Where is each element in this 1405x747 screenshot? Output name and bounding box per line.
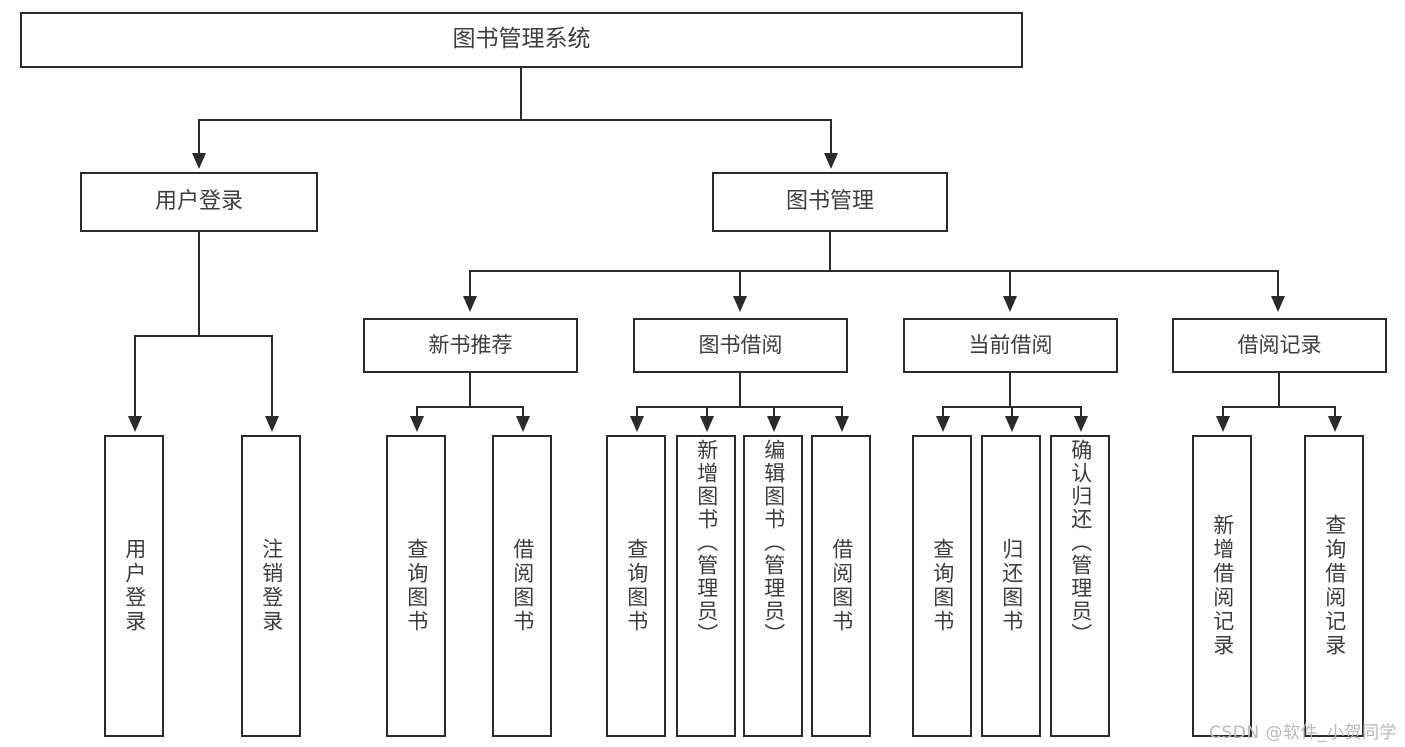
connector-bb-stem (739, 373, 741, 407)
leaf-bb-add-book-admin: 新增图书（管理员） (676, 435, 736, 737)
leaf-label: 查询图书 (930, 538, 955, 634)
node-new-book-recommend: 新书推荐 (363, 318, 578, 373)
connector-bb-drop-2 (706, 406, 708, 419)
leaf-label: 编辑图书（管理员） (761, 439, 786, 646)
connector-nbr-drop-2 (522, 406, 524, 419)
connector-root-stem (520, 68, 522, 120)
arrow-cb-to-leaf-2 (1005, 416, 1019, 432)
arrow-user-login-to-leaf-2 (265, 416, 279, 432)
connector-root-drop-1 (198, 119, 200, 156)
leaf-bb-query-book: 查询图书 (606, 435, 666, 737)
arrow-bm-to-new-book-recommend (463, 296, 477, 312)
arrow-bb-to-leaf-1 (630, 416, 644, 432)
connector-bm-drop-2 (739, 270, 741, 298)
leaf-label: 新增借阅记录 (1210, 514, 1235, 658)
leaf-label: 借阅图书 (510, 538, 535, 634)
connector-user-login-drop-2 (271, 335, 273, 419)
leaf-label: 查询图书 (404, 538, 429, 634)
node-borrow-record: 借阅记录 (1172, 318, 1387, 373)
arrow-nbr-to-leaf-2 (516, 416, 530, 432)
leaf-br-add-record: 新增借阅记录 (1192, 435, 1252, 737)
connector-bm-drop-4 (1277, 270, 1279, 298)
node-user-login: 用户登录 (80, 172, 318, 232)
arrow-cb-to-leaf-1 (936, 416, 950, 432)
connector-br-bus (1222, 406, 1336, 408)
leaf-user-login-login: 用户登录 (104, 435, 164, 737)
leaf-label: 新增图书（管理员） (694, 439, 719, 646)
arrow-bm-to-borrow-record (1271, 296, 1285, 312)
connector-bb-drop-4 (841, 406, 843, 419)
connector-root-drop-2 (830, 119, 832, 156)
connector-cb-drop-2 (1011, 406, 1013, 419)
connector-br-drop-2 (1334, 406, 1336, 419)
connector-br-drop-1 (1222, 406, 1224, 419)
connector-nbr-bus (416, 406, 524, 408)
leaf-bb-borrow-book: 借阅图书 (811, 435, 871, 737)
leaf-label: 确认归还（管理员） (1068, 439, 1093, 646)
connector-cb-stem (1009, 373, 1011, 407)
connector-nbr-drop-1 (416, 406, 418, 419)
leaf-nbr-query-book: 查询图书 (386, 435, 446, 737)
node-label: 新书推荐 (428, 332, 513, 357)
leaf-label: 查询图书 (624, 538, 649, 634)
connector-cb-drop-3 (1080, 406, 1082, 419)
connector-bb-bus (636, 406, 843, 408)
connector-root-bus (198, 119, 832, 121)
connector-user-login-drop-1 (134, 335, 136, 419)
arrow-nbr-to-leaf-1 (410, 416, 424, 432)
arrow-br-to-leaf-2 (1328, 416, 1342, 432)
arrow-bb-to-leaf-3 (767, 416, 781, 432)
connector-br-stem (1278, 373, 1280, 407)
node-label: 图书管理 (785, 188, 874, 214)
leaf-cb-query-book: 查询图书 (912, 435, 972, 737)
arrow-root-to-book-management (824, 153, 838, 169)
node-label: 当前借阅 (968, 332, 1053, 357)
connector-book-management-bus (469, 270, 1279, 272)
connector-nbr-stem (469, 373, 471, 407)
connector-bm-drop-3 (1009, 270, 1011, 298)
leaf-br-query-record: 查询借阅记录 (1304, 435, 1364, 737)
node-label: 图书管理系统 (452, 26, 591, 53)
leaf-label: 注销登录 (259, 538, 284, 634)
node-book-management: 图书管理 (712, 172, 948, 232)
node-book-borrow: 图书借阅 (633, 318, 848, 373)
node-root-book-management-system: 图书管理系统 (20, 12, 1023, 68)
arrow-user-login-to-leaf-1 (128, 416, 142, 432)
leaf-label: 用户登录 (122, 538, 147, 634)
arrow-br-to-leaf-1 (1216, 416, 1230, 432)
connector-bb-drop-1 (636, 406, 638, 419)
leaf-user-login-logout: 注销登录 (241, 435, 301, 737)
node-label: 借阅记录 (1237, 332, 1322, 357)
leaf-bb-edit-book-admin: 编辑图书（管理员） (743, 435, 803, 737)
arrow-bm-to-book-borrow (733, 296, 747, 312)
node-current-borrow: 当前借阅 (903, 318, 1118, 373)
connector-bm-drop-1 (469, 270, 471, 298)
connector-cb-drop-1 (942, 406, 944, 419)
arrow-bm-to-current-borrow (1003, 296, 1017, 312)
arrow-bb-to-leaf-4 (835, 416, 849, 432)
connector-bb-drop-3 (773, 406, 775, 419)
leaf-cb-confirm-return-admin: 确认归还（管理员） (1050, 435, 1110, 737)
arrow-bb-to-leaf-2 (700, 416, 714, 432)
leaf-nbr-borrow-book: 借阅图书 (492, 435, 552, 737)
node-label: 用户登录 (154, 188, 243, 214)
connector-user-login-stem (198, 232, 200, 336)
leaf-cb-return-book: 归还图书 (981, 435, 1041, 737)
leaf-label: 借阅图书 (829, 538, 854, 634)
leaf-label: 归还图书 (999, 538, 1024, 634)
arrow-cb-to-leaf-3 (1074, 416, 1088, 432)
arrow-root-to-user-login (192, 153, 206, 169)
leaf-label: 查询借阅记录 (1322, 514, 1347, 658)
connector-book-management-stem (829, 232, 831, 271)
connector-user-login-bus (134, 335, 273, 337)
node-label: 图书借阅 (698, 332, 783, 357)
